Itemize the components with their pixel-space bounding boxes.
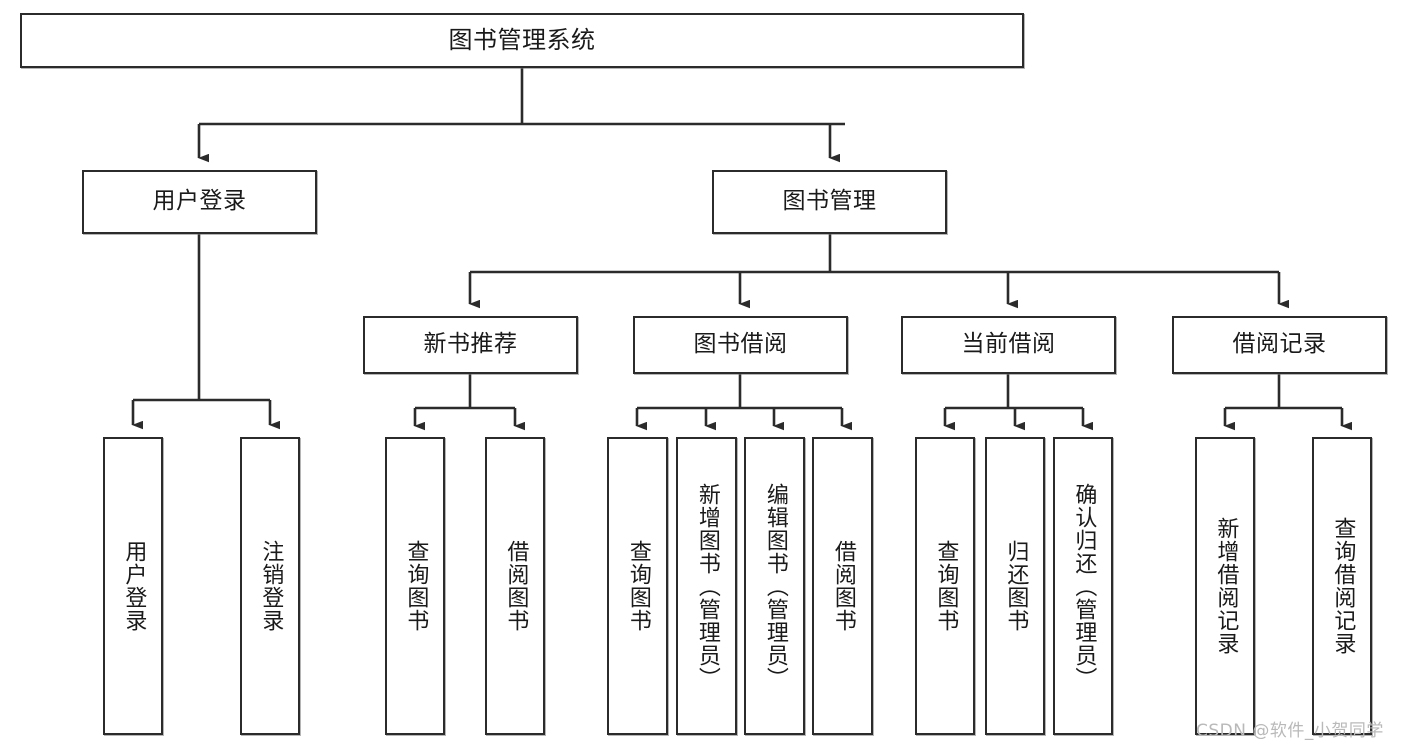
node-leaf-logout-label: 注销登录 <box>258 540 284 632</box>
node-leaf-query-record-label: 查询借阅记录 <box>1330 517 1356 655</box>
node-leaf-query-book-2-label: 查询图书 <box>625 540 651 632</box>
node-leaf-query-book-1-label: 查询图书 <box>403 540 429 632</box>
node-book-borrow-label: 图书借阅 <box>693 331 788 358</box>
node-new-book-recommend-label: 新书推荐 <box>423 331 518 358</box>
node-book-manage-label: 图书管理 <box>782 188 877 215</box>
node-borrow-record-label: 借阅记录 <box>1232 331 1327 358</box>
node-leaf-confirm-return[interactable]: 确认归还（管理员） <box>1053 437 1113 735</box>
node-leaf-add-book-label: 新增图书（管理员） <box>694 482 720 690</box>
node-leaf-borrow-book-1-label: 借阅图书 <box>503 540 529 632</box>
node-leaf-borrow-book-1[interactable]: 借阅图书 <box>485 437 545 735</box>
node-root-label: 图书管理系统 <box>448 26 596 55</box>
node-new-book-recommend[interactable]: 新书推荐 <box>363 316 578 374</box>
csdn-watermark: CSDN @软件_小贺同学 <box>1196 721 1384 741</box>
node-user-login-label: 用户登录 <box>152 188 247 215</box>
node-borrow-record[interactable]: 借阅记录 <box>1172 316 1387 374</box>
node-current-borrow[interactable]: 当前借阅 <box>901 316 1116 374</box>
node-current-borrow-label: 当前借阅 <box>961 331 1056 358</box>
node-leaf-add-record-label: 新增借阅记录 <box>1213 517 1239 655</box>
node-leaf-add-book[interactable]: 新增图书（管理员） <box>676 437 737 735</box>
node-leaf-user-login-label: 用户登录 <box>121 540 147 632</box>
node-leaf-borrow-book-2[interactable]: 借阅图书 <box>812 437 873 735</box>
node-leaf-return-book[interactable]: 归还图书 <box>985 437 1045 735</box>
node-leaf-edit-book[interactable]: 编辑图书（管理员） <box>744 437 805 735</box>
node-book-borrow[interactable]: 图书借阅 <box>633 316 848 374</box>
node-leaf-query-record[interactable]: 查询借阅记录 <box>1312 437 1372 735</box>
node-leaf-confirm-return-label: 确认归还（管理员） <box>1071 482 1097 690</box>
node-leaf-user-login[interactable]: 用户登录 <box>103 437 163 735</box>
node-leaf-return-book-label: 归还图书 <box>1003 540 1029 632</box>
node-leaf-edit-book-label: 编辑图书（管理员） <box>762 482 788 690</box>
node-leaf-query-book-2[interactable]: 查询图书 <box>607 437 668 735</box>
node-leaf-query-book-3[interactable]: 查询图书 <box>915 437 975 735</box>
node-leaf-query-book-3-label: 查询图书 <box>933 540 959 632</box>
node-leaf-logout[interactable]: 注销登录 <box>240 437 300 735</box>
node-leaf-borrow-book-2-label: 借阅图书 <box>830 540 856 632</box>
node-book-manage[interactable]: 图书管理 <box>712 170 947 234</box>
node-root[interactable]: 图书管理系统 <box>20 13 1024 68</box>
node-leaf-query-book-1[interactable]: 查询图书 <box>385 437 445 735</box>
node-leaf-add-record[interactable]: 新增借阅记录 <box>1195 437 1255 735</box>
node-user-login[interactable]: 用户登录 <box>82 170 317 234</box>
